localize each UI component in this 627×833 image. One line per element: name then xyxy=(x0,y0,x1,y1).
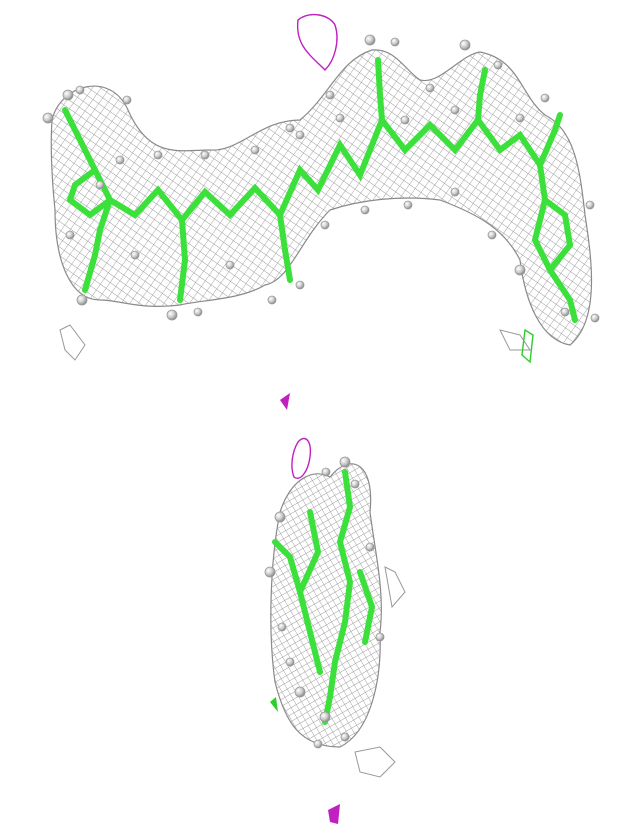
difference-density-blob-end-small xyxy=(328,804,340,824)
carbon-backbone xyxy=(62,57,578,323)
carbon-backbone-end xyxy=(272,469,376,725)
difference-density-blob-end xyxy=(291,437,312,479)
bottom-panel-end-view xyxy=(0,432,627,833)
green-density-fragment-end xyxy=(270,697,278,712)
hydrogen-atoms-end xyxy=(264,456,385,749)
difference-density-blob-small xyxy=(280,393,290,410)
hydrogen-atoms xyxy=(42,34,600,323)
molecule-side-view xyxy=(42,13,600,410)
top-panel-side-view xyxy=(42,13,600,410)
difference-density-blob xyxy=(296,13,338,71)
density-mesh-envelope xyxy=(50,49,593,346)
green-density-fragment xyxy=(521,328,534,364)
stray-mesh-fragment xyxy=(59,324,86,361)
molecule-end-view xyxy=(264,437,406,824)
stray-mesh-fragment-end xyxy=(384,566,406,609)
density-mesh-envelope-end xyxy=(270,463,382,748)
stray-mesh-fragment-end-low xyxy=(354,746,396,778)
stray-mesh-fragment-right xyxy=(499,329,531,351)
